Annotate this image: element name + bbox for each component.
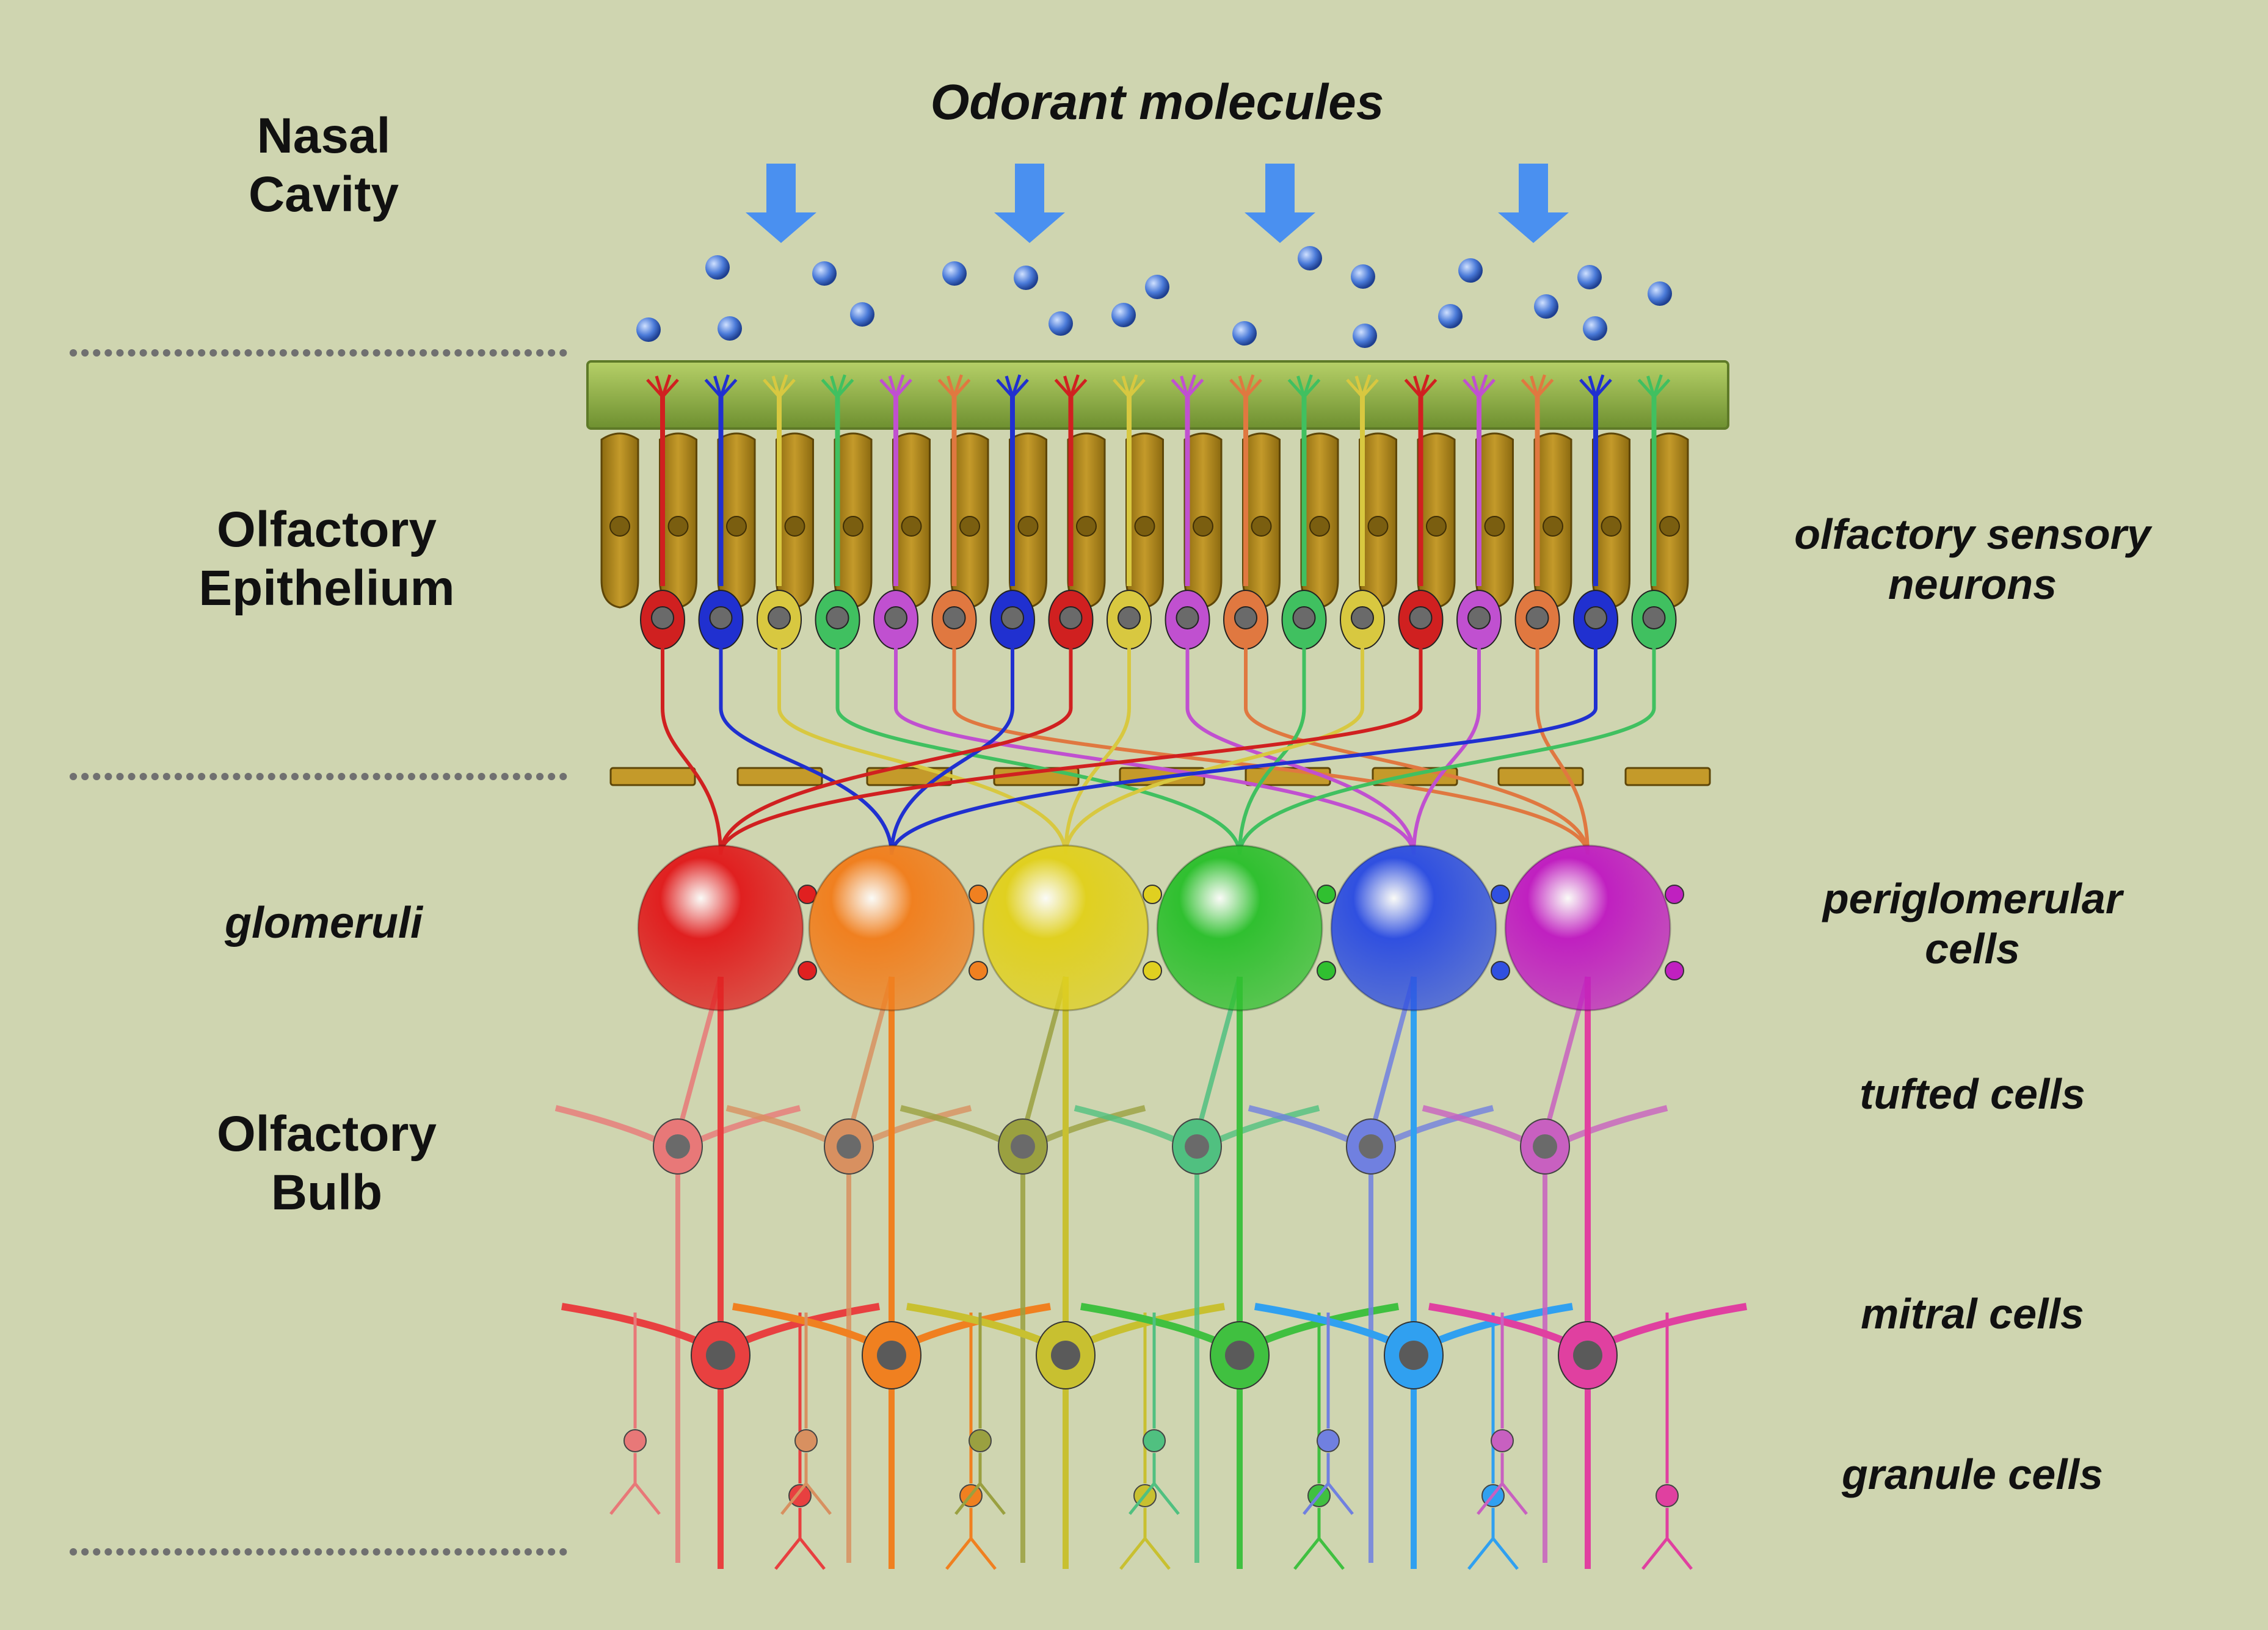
label-tufted-cells: tufted cells <box>1859 1070 2085 1118</box>
label-olfactory-sensory-neurons: olfactory sensory neurons <box>1794 510 2151 608</box>
label-olfactory-epithelium: Olfactory Epithelium <box>198 502 455 616</box>
odorant-molecules <box>636 246 1672 348</box>
olfactory-sensory-neurons <box>640 374 1677 708</box>
sensory-axons <box>661 708 1656 855</box>
bulb-neurons <box>554 976 1747 1570</box>
label-mitral-cells: mitral cells <box>1861 1290 2084 1338</box>
glomeruli-spheres <box>637 844 1684 1012</box>
label-nasal-cavity: Nasal Cavity <box>248 108 399 222</box>
layer-divider-lines <box>70 349 572 1556</box>
supporting-cells <box>600 432 1689 609</box>
mucus-layer <box>586 360 1729 430</box>
label-periglomerular-cells: periglomerular cells <box>1822 875 2123 973</box>
label-granule-cells: granule cells <box>1842 1451 2103 1498</box>
diagram-title: Odorant molecules <box>930 74 1384 130</box>
label-olfactory-bulb: Olfactory Bulb <box>217 1106 437 1220</box>
odorant-arrows <box>746 164 1569 243</box>
label-glomeruli: glomeruli <box>224 899 423 947</box>
